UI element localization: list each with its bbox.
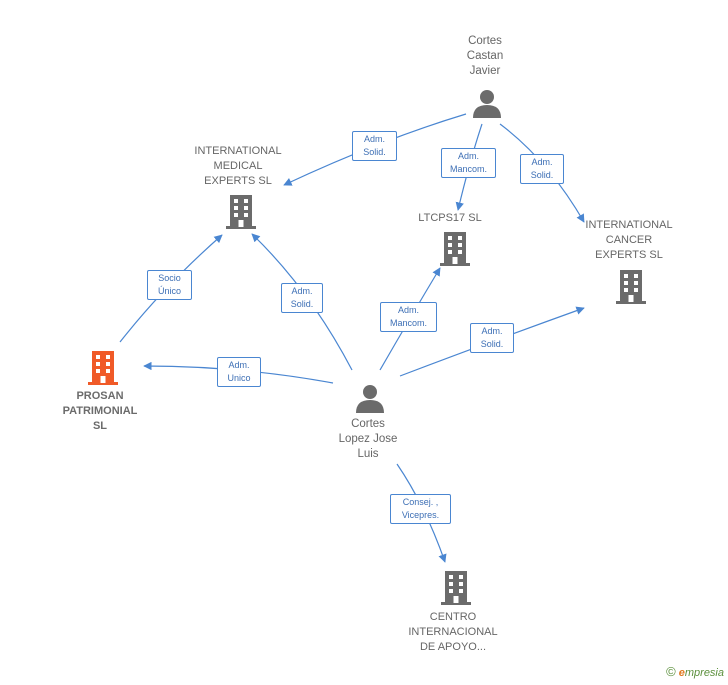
edge-label-line: Mancom. <box>389 318 427 328</box>
edge-label-lopez-medical: Adm. Solid. <box>281 283 323 313</box>
node-label-ltcps17[interactable]: LTCPS17 SL <box>400 211 500 226</box>
building-icon-centro[interactable] <box>441 571 471 605</box>
edge-label-lopez-cancer: Adm. Solid. <box>470 323 514 353</box>
node-label-castan[interactable]: Cortes Castan Javier <box>435 34 535 79</box>
edge-label-castan-ltcps17: Adm. Mancom. <box>441 148 496 178</box>
name-line: Lopez Jose <box>338 433 398 445</box>
name-line: SL <box>92 420 108 432</box>
edge-label-prosan-medical: Socio Único <box>147 270 192 300</box>
name-line: INTERNACIONAL <box>408 626 498 638</box>
brand-logo: empresia <box>679 667 724 679</box>
name-line: INTERNATIONAL <box>585 219 673 231</box>
edge-label-line: Adm. <box>481 326 503 336</box>
person-icon-castan[interactable] <box>472 88 502 118</box>
node-label-medical[interactable]: INTERNATIONAL MEDICAL EXPERTS SL <box>178 144 298 189</box>
name-line: Cortes <box>468 35 502 47</box>
name-line: PATRIMONIAL <box>62 405 138 417</box>
edge-label-line: Unico <box>227 373 251 383</box>
name-line: CANCER <box>605 234 653 246</box>
edge-label-line: Socio <box>158 273 181 283</box>
edge-label-line: Adm. <box>531 157 553 167</box>
name-line: Castan <box>466 50 504 62</box>
edge-label-line: Vicepres. <box>401 510 440 520</box>
edge-label-line: Consej. , <box>402 497 439 507</box>
name-line: Cortes <box>351 418 385 430</box>
edge-label-line: Adm. <box>397 305 419 315</box>
footer-branding: © empresia <box>666 664 724 679</box>
node-label-cancer[interactable]: INTERNATIONAL CANCER EXPERTS SL <box>570 218 688 263</box>
name-line: DE APOYO... <box>419 641 487 653</box>
name-line: Luis <box>357 448 379 460</box>
edge-label-line: Solid. <box>290 299 314 309</box>
edge-label-line: Solid. <box>363 147 386 157</box>
building-icon-prosan[interactable] <box>88 351 118 385</box>
edge-label-line: Adm. <box>291 286 313 296</box>
name-line: MEDICAL <box>213 160 263 172</box>
name-line: LTCPS17 SL <box>418 212 482 224</box>
edge-label-lopez-centro: Consej. , Vicepres. <box>390 494 451 524</box>
name-line: CENTRO <box>429 611 477 623</box>
name-line: INTERNATIONAL <box>194 145 282 157</box>
person-icon-lopez[interactable] <box>355 383 385 413</box>
edge-label-lopez-ltcps17: Adm. Mancom. <box>380 302 437 332</box>
name-line: PROSAN <box>76 390 124 402</box>
edge-label-line: Adm. <box>457 151 479 161</box>
edge-label-castan-medical: Adm. Solid. <box>352 131 397 161</box>
edge-label-line: Mancom. <box>449 164 487 174</box>
edge-label-line: Solid. <box>530 170 554 180</box>
brand-initial: e <box>678 667 685 679</box>
building-icon-medical[interactable] <box>226 195 256 229</box>
building-icon-ltcps17[interactable] <box>440 232 470 266</box>
copyright-symbol: © <box>666 664 676 679</box>
node-label-lopez[interactable]: Cortes Lopez Jose Luis <box>318 417 418 462</box>
name-line: EXPERTS SL <box>204 175 272 187</box>
brand-rest: mpresia <box>684 667 724 679</box>
node-label-centro[interactable]: CENTRO INTERNACIONAL DE APOYO... <box>393 610 513 655</box>
name-line: Javier <box>469 65 501 77</box>
edge-label-line: Adm. <box>363 134 385 144</box>
name-line: EXPERTS SL <box>595 249 663 261</box>
building-icon-cancer[interactable] <box>616 270 646 304</box>
edge-label-line: Único <box>157 286 181 296</box>
edge-label-lopez-prosan: Adm. Unico <box>217 357 261 387</box>
edge-label-line: Adm. <box>228 360 250 370</box>
node-label-prosan[interactable]: PROSAN PATRIMONIAL SL <box>45 389 155 434</box>
edge-label-line: Solid. <box>480 339 504 349</box>
edge-label-castan-cancer: Adm. Solid. <box>520 154 564 184</box>
